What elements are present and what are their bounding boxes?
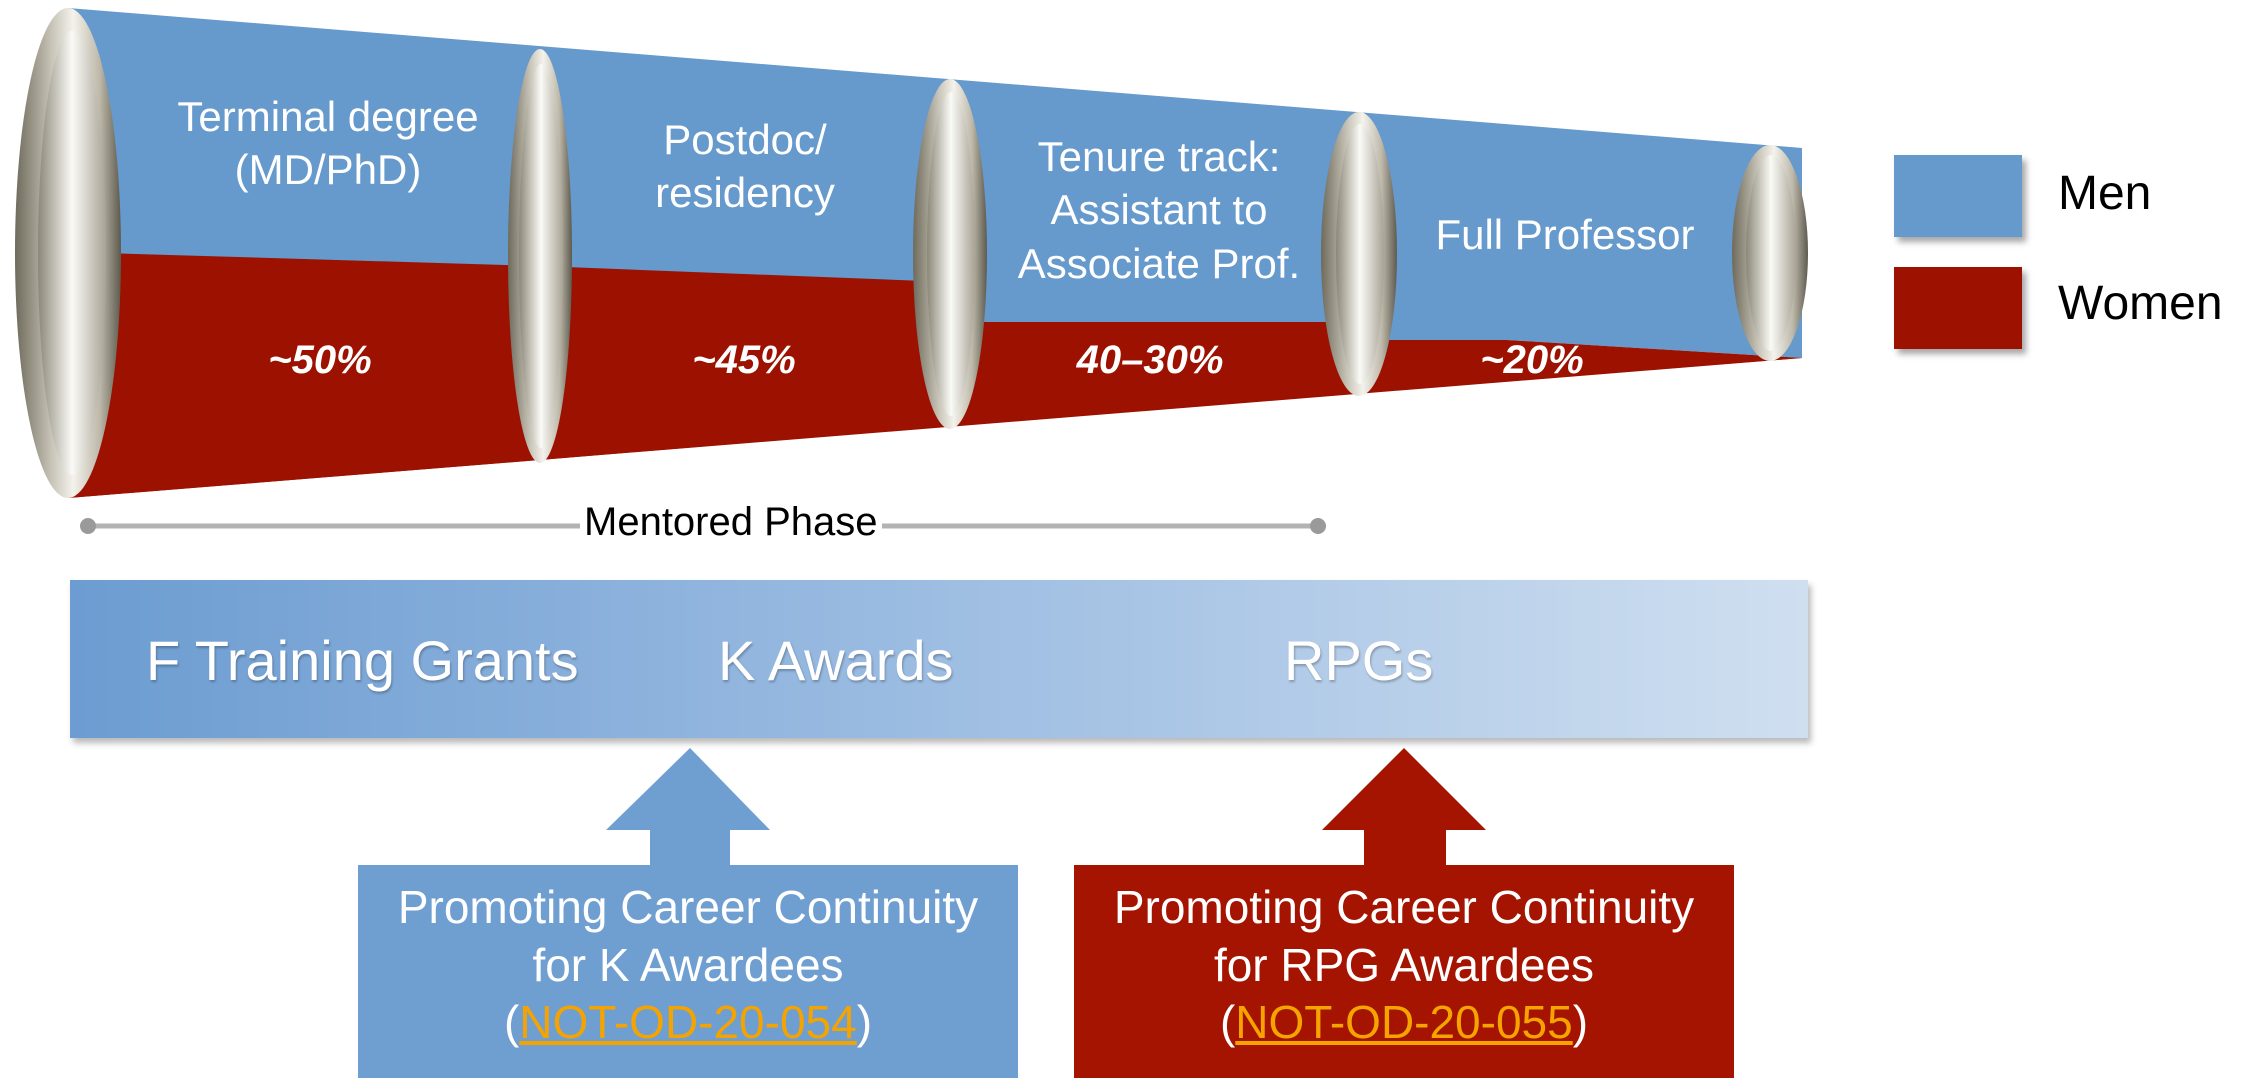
pipe-ring — [913, 79, 987, 429]
stage-label-line: Tenure track: — [1037, 133, 1281, 180]
stage-label-tenure-track: Tenure track: Assistant to Associate Pro… — [1004, 130, 1314, 290]
grant-label-k-awards: K Awards — [718, 629, 954, 692]
grant-label-f-training: F Training Grants — [146, 629, 579, 692]
open-paren: ( — [503, 996, 520, 1048]
legend-label-men: Men — [2058, 167, 2152, 220]
women-band-fill — [540, 266, 950, 460]
women-band-fill — [68, 252, 540, 498]
notice-link-line: (NOT-OD-20-054) — [358, 994, 1018, 1052]
legend-swatch-men — [1894, 155, 2022, 237]
legend-swatch-women — [1894, 267, 2022, 349]
women-band-fill — [1352, 340, 1802, 393]
close-paren: ) — [856, 996, 873, 1048]
rpgs-up-arrow — [1322, 748, 1486, 865]
mentored-phase-end-dot — [1310, 518, 1326, 534]
stage-label-line: residency — [655, 169, 835, 217]
stage-label-line: Terminal degree — [177, 93, 479, 140]
k-awards-up-arrow — [606, 748, 770, 865]
stage-label-postdoc: Postdoc/ residency — [600, 113, 890, 220]
women-percent-terminal-degree: ~50% — [268, 338, 372, 382]
mentored-phase-start-dot — [80, 518, 96, 534]
pipe-ring — [1321, 112, 1397, 396]
women-band-fill — [950, 322, 1352, 426]
men-band-cover — [1352, 322, 1802, 340]
stage-label-full-professor: Full Professor — [1410, 208, 1720, 261]
not-od-20-054-link[interactable]: NOT-OD-20-054 — [519, 996, 857, 1048]
notice-link-line: (NOT-OD-20-055) — [1074, 994, 1734, 1052]
pipe-ring — [1732, 145, 1808, 361]
notice-title-line: for RPG Awardees — [1213, 938, 1595, 991]
stage-label-line: Postdoc/ — [663, 116, 827, 163]
women-percent-postdoc: ~45% — [692, 338, 796, 382]
rpg-awardees-notice-box: Promoting Career Continuity for RPG Awar… — [1074, 865, 1734, 1078]
pipe-ring — [508, 49, 572, 463]
legend-label-women: Women — [2058, 277, 2223, 330]
women-percent-tenure-track: 40–30% — [1076, 338, 1224, 382]
open-paren: ( — [1219, 996, 1236, 1048]
notice-title-line: Promoting Career Continuity — [1113, 881, 1695, 933]
not-od-20-055-link[interactable]: NOT-OD-20-055 — [1235, 996, 1573, 1048]
men-band-cover — [950, 280, 1352, 322]
grant-types-bar — [70, 580, 1808, 738]
stage-label-line: Associate Prof. — [1017, 239, 1301, 287]
stage-label-line: Assistant to — [1050, 186, 1268, 234]
mentored-phase-label: Mentored Phase — [580, 500, 882, 545]
k-awardees-notice-box: Promoting Career Continuity for K Awarde… — [358, 865, 1018, 1078]
stage-label-line: (MD/PhD) — [234, 146, 422, 194]
notice-title-line: for K Awardees — [532, 938, 844, 991]
stage-label-terminal-degree: Terminal degree (MD/PhD) — [148, 90, 508, 197]
stage-label-line: Full Professor — [1435, 211, 1695, 258]
grant-label-rpgs: RPGs — [1284, 629, 1434, 692]
women-percent-full-professor: ~20% — [1480, 338, 1584, 382]
notice-title-line: Promoting Career Continuity — [397, 881, 979, 933]
close-paren: ) — [1572, 996, 1589, 1048]
pipe-ring — [15, 8, 121, 498]
